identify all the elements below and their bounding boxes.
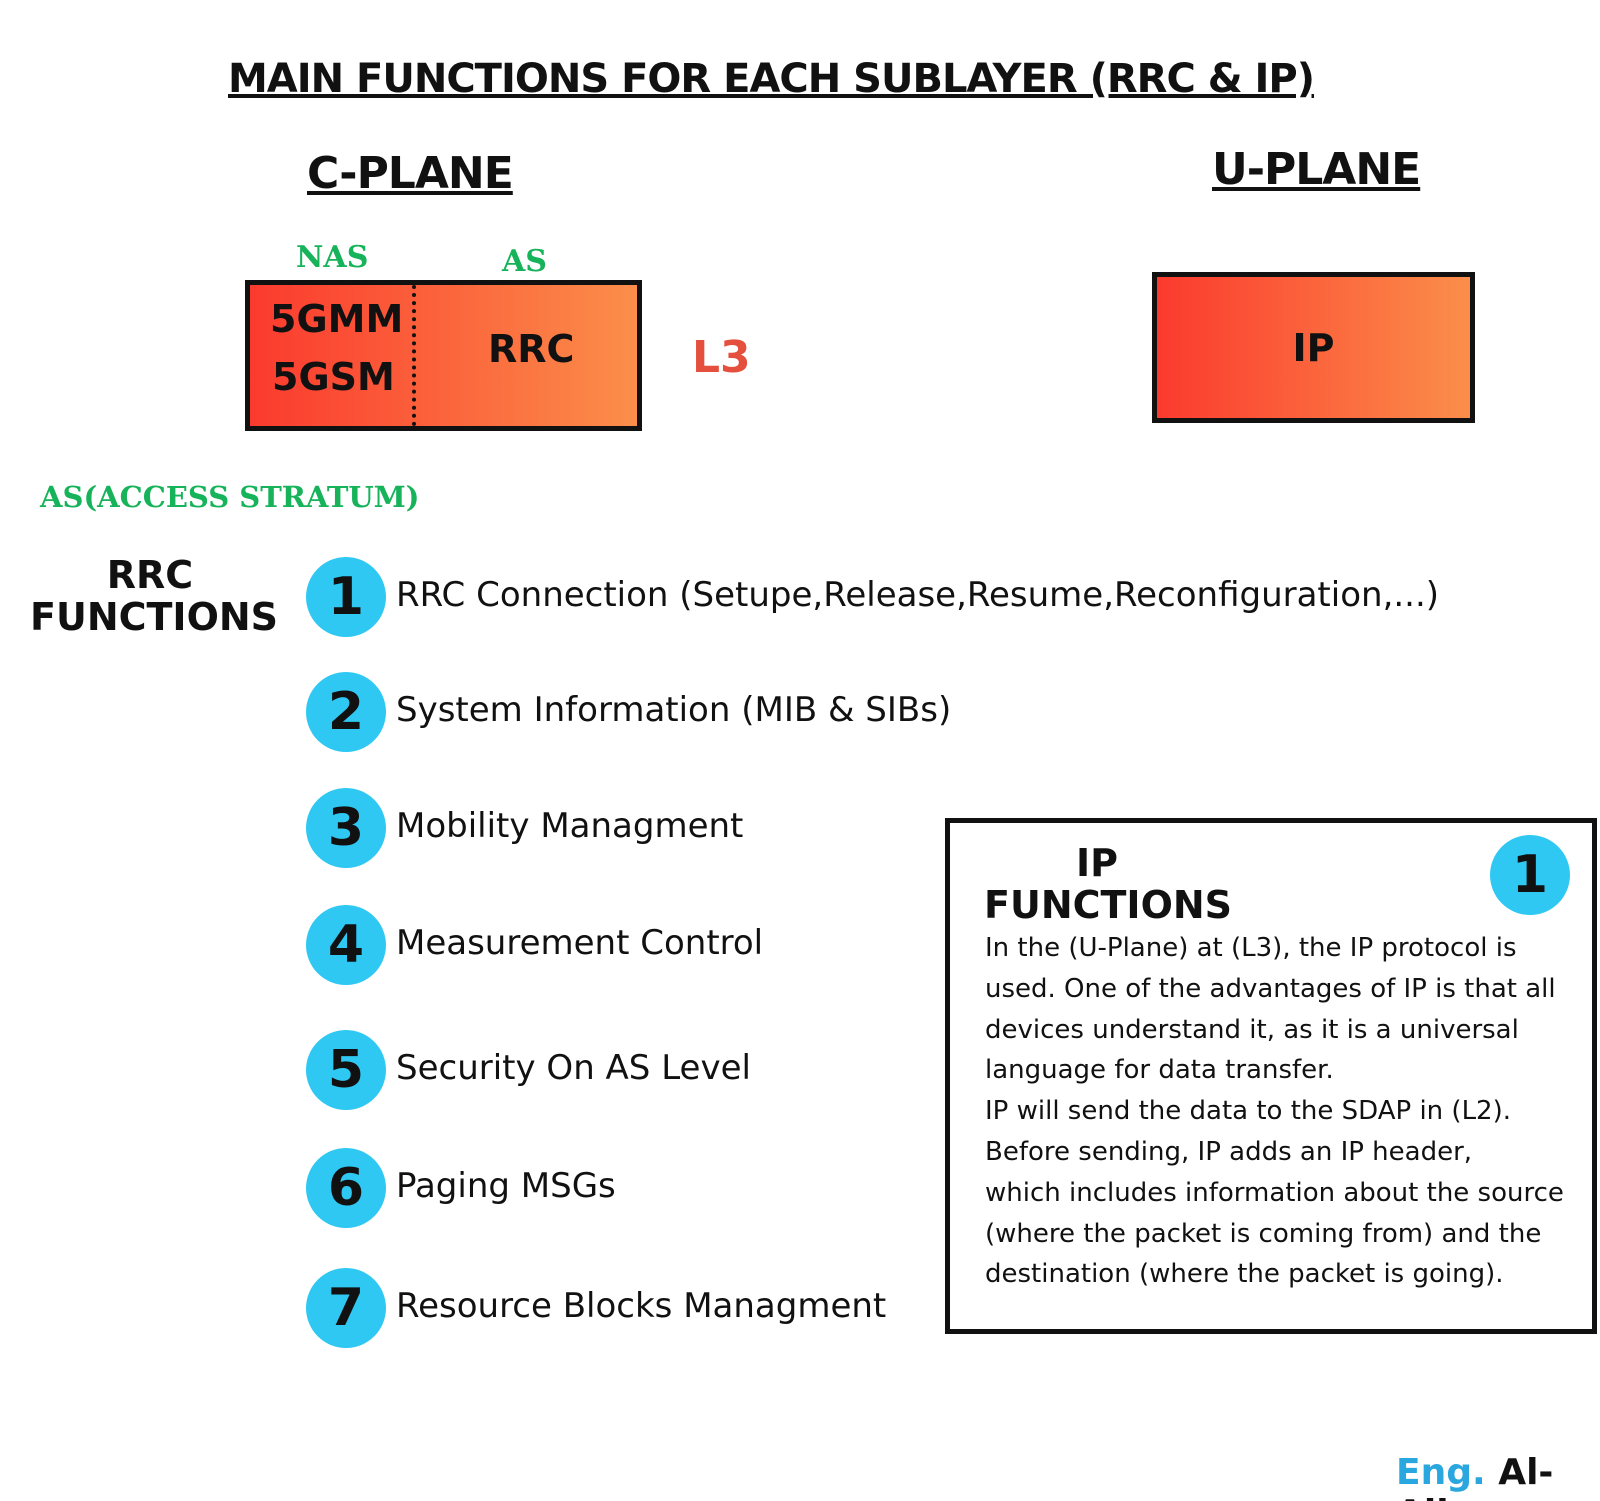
- as-label: AS: [502, 244, 547, 279]
- number-badge: 6: [306, 1148, 386, 1228]
- rrc-function-item: Resource Blocks Managment: [396, 1286, 887, 1326]
- nas-label: NAS: [296, 240, 369, 275]
- ip-functions-box: [945, 818, 1597, 1334]
- ip-description-line: Before sending, IP adds an IP header,: [985, 1136, 1473, 1167]
- 5gmm-label: 5GMM: [270, 297, 404, 341]
- number-badge: 3: [306, 788, 386, 868]
- ip-description-line: which includes information about the sou…: [985, 1177, 1564, 1208]
- c-plane-heading: C-PLANE: [307, 148, 514, 199]
- rrc-function-item: Mobility Managment: [396, 806, 744, 846]
- u-plane-heading: U-PLANE: [1212, 144, 1421, 195]
- as-heading: AS(ACCESS STRATUM): [40, 480, 420, 514]
- ip-description-line: In the (U-Plane) at (L3), the IP protoco…: [985, 933, 1517, 963]
- number-badge: 1: [306, 557, 386, 637]
- number-badge: 2: [306, 672, 386, 752]
- rrc-label: RRC: [488, 327, 575, 371]
- rrc-function-item: Paging MSGs: [396, 1166, 616, 1206]
- ip-description-line: language for data transfer.: [985, 1055, 1334, 1086]
- ip-description-line: used. One of the advantages of IP is tha…: [985, 973, 1556, 1004]
- ip-description-line: IP will send the data to the SDAP in (L2…: [985, 1096, 1512, 1127]
- signature-prefix: Eng.: [1396, 1452, 1486, 1493]
- number-badge: 4: [306, 905, 386, 985]
- rrc-function-item: Security On AS Level: [396, 1048, 751, 1088]
- rrc-function-item: RRC Connection (Setupe,Release,Resume,Re…: [396, 575, 1440, 615]
- ip-functions-heading: IP FUNCTIONS: [984, 842, 1232, 926]
- rrc-function-item: System Information (MIB & SIBs): [396, 690, 952, 730]
- number-badge: 1: [1490, 835, 1570, 915]
- ip-functions-heading-line1: IP: [1076, 841, 1118, 885]
- rrc-functions-heading-line2: FUNCTIONS: [30, 595, 279, 639]
- 5gsm-label: 5GSM: [272, 355, 395, 399]
- rrc-functions-heading: RRC FUNCTIONS: [30, 553, 279, 639]
- rrc-functions-heading-line1: RRC: [106, 553, 194, 597]
- ip-functions-description: In the (U-Plane) at (L3), the IP protoco…: [985, 928, 1565, 1295]
- ip-label: IP: [1292, 325, 1335, 370]
- nas-as-divider: [412, 285, 416, 426]
- l3-label: L3: [692, 332, 751, 383]
- number-badge: 5: [306, 1030, 386, 1110]
- page-title: MAIN FUNCTIONS FOR EACH SUBLAYER (RRC & …: [228, 56, 1315, 102]
- ip-functions-heading-line2: FUNCTIONS: [984, 883, 1233, 927]
- c-plane-l3-box: 5GMM 5GSM RRC: [245, 280, 642, 431]
- u-plane-ip-box: IP: [1152, 272, 1475, 423]
- ip-description-line: (where the packet is coming from) and th…: [985, 1218, 1542, 1249]
- signature: Eng. Al-Ali: [1396, 1452, 1600, 1501]
- rrc-function-item: Measurement Control: [396, 923, 764, 963]
- signature-name: Al-Ali: [1396, 1452, 1554, 1501]
- ip-description-line: destination (where the packet is going).: [985, 1259, 1504, 1290]
- number-badge: 7: [306, 1268, 386, 1348]
- ip-description-line: devices understand it, as it is a univer…: [985, 1014, 1519, 1045]
